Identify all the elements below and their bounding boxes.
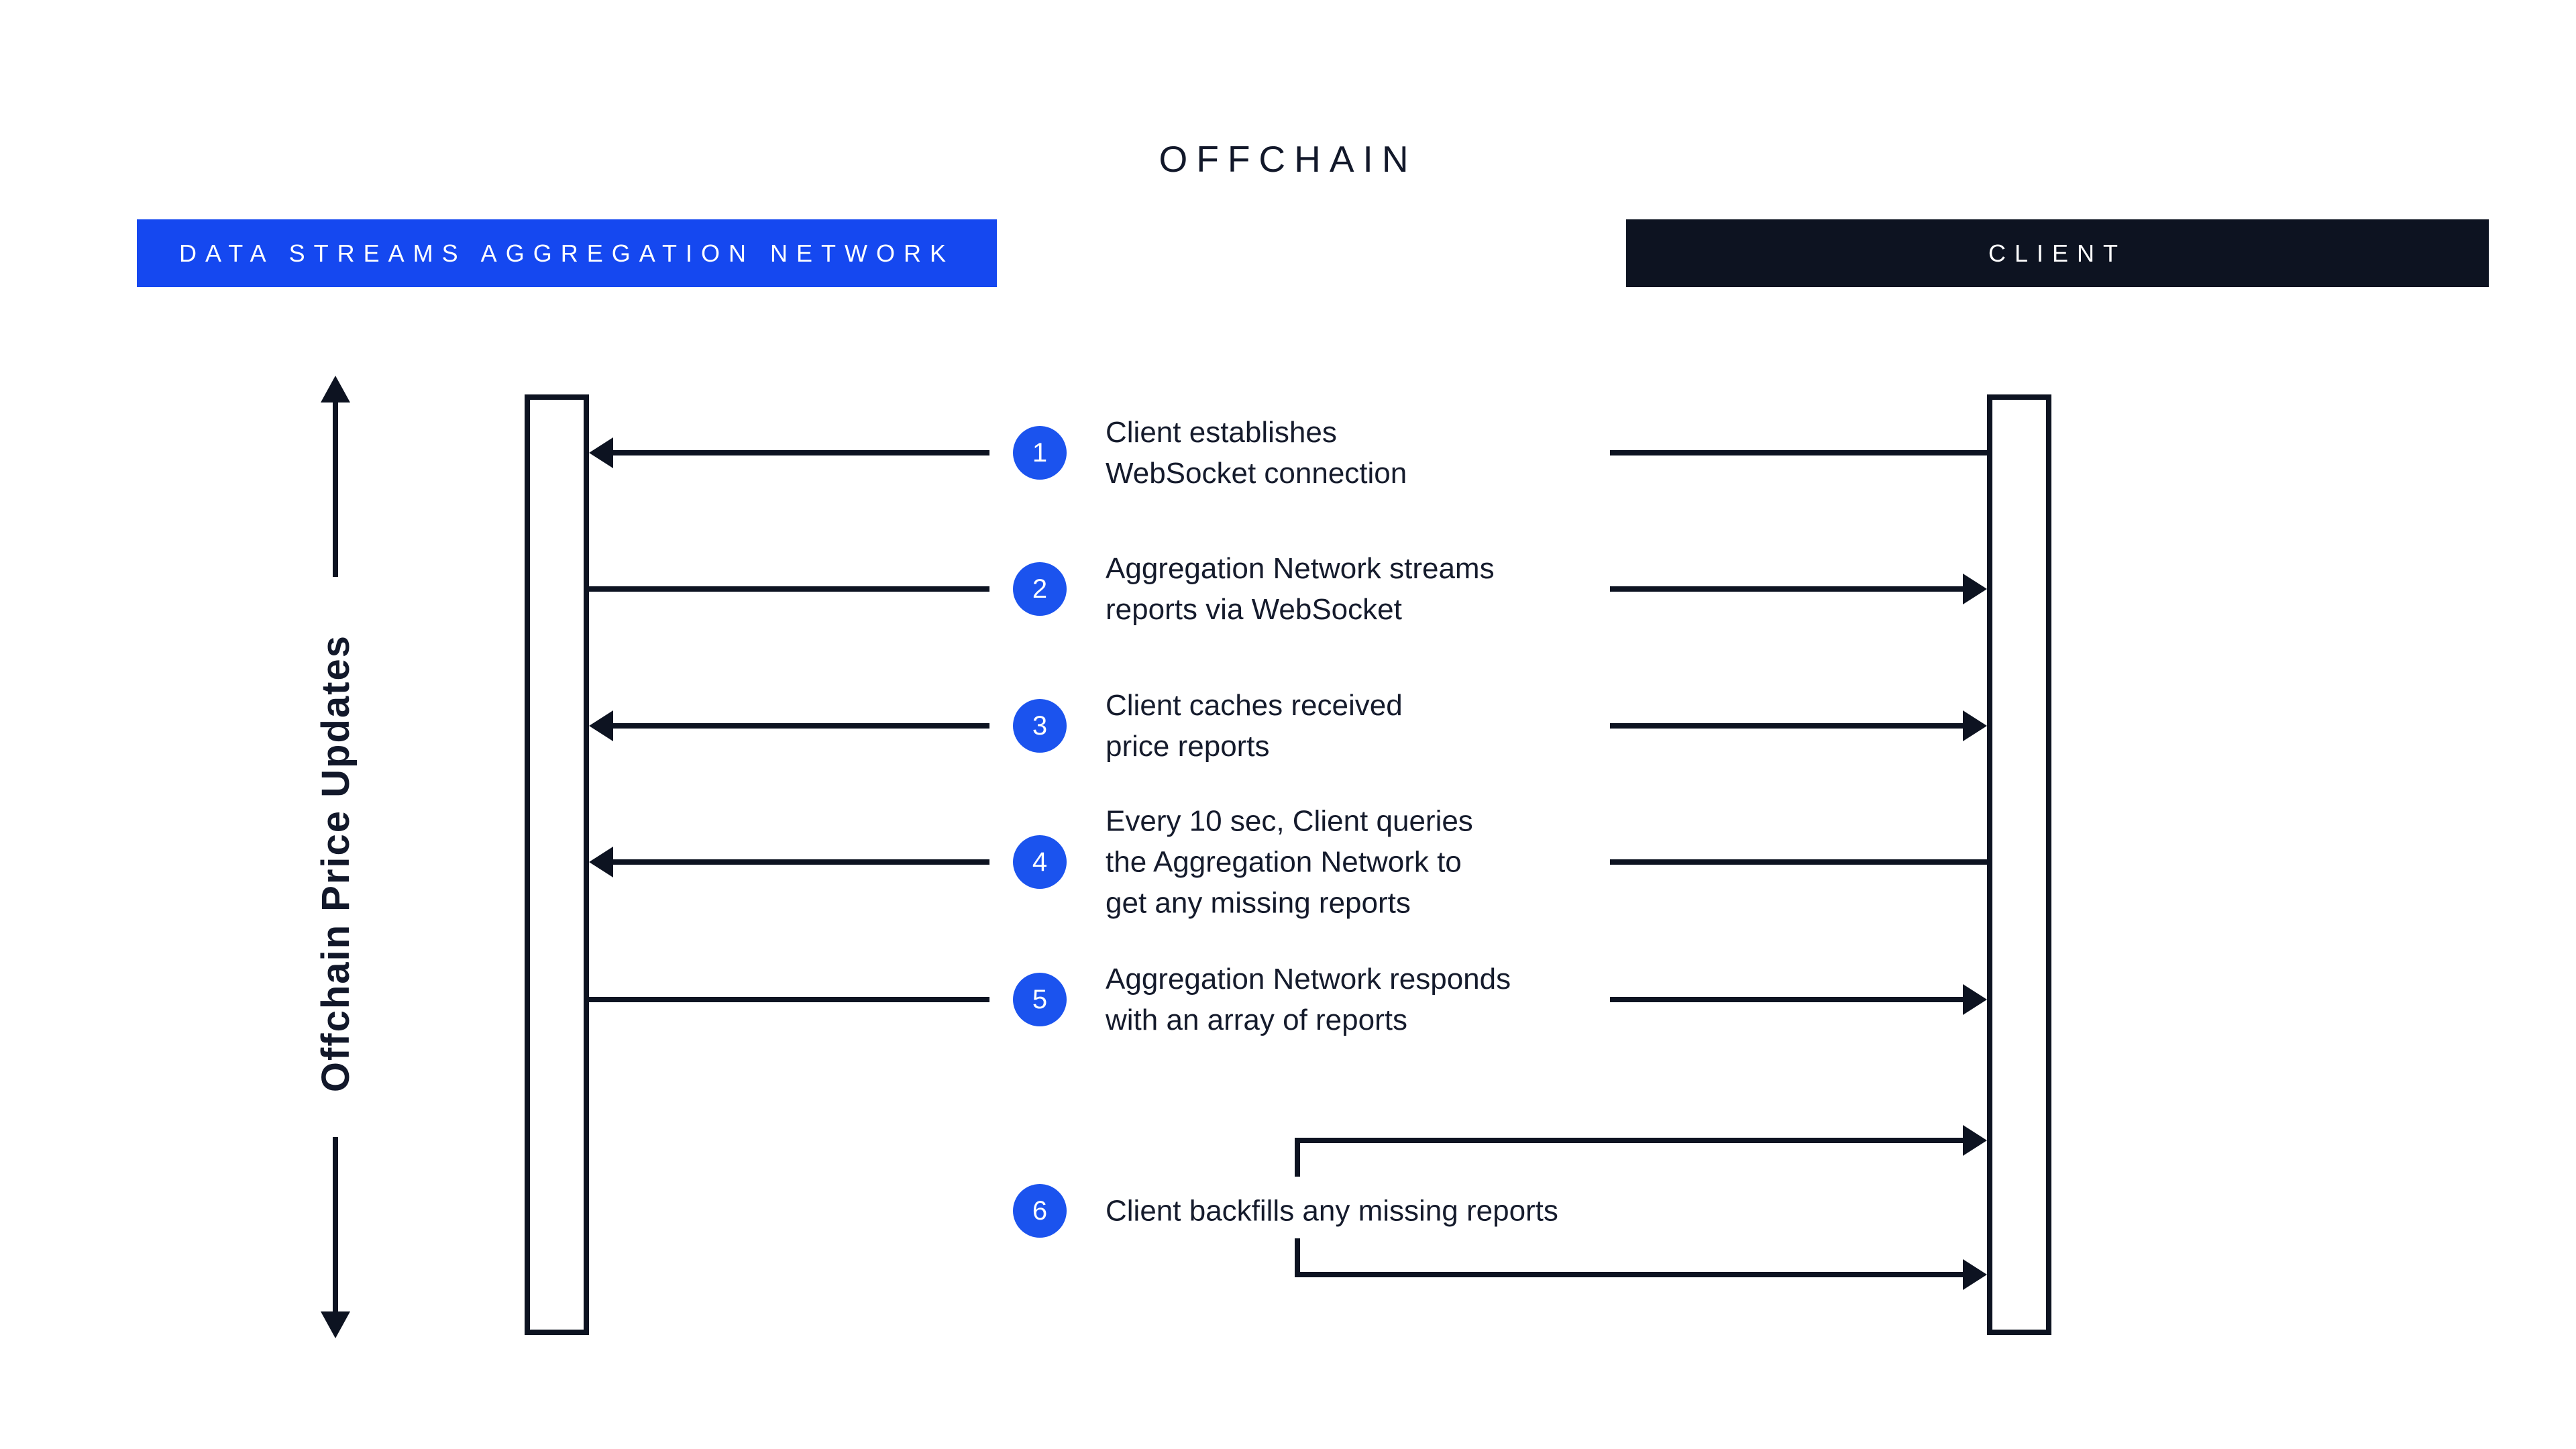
arrowhead-step6-top-into-client-icon bbox=[1963, 1125, 1987, 1156]
arrow-shaft-step1-right bbox=[1610, 450, 1987, 455]
arrow-shaft-step2-right bbox=[1610, 586, 1966, 592]
arrow-shaft-step3-right bbox=[1610, 723, 1966, 729]
step-text-6: Client backfills any missing reports bbox=[1106, 1194, 1558, 1228]
arrow-shaft-step2-left bbox=[589, 586, 989, 592]
arrowhead-step2-into-client-icon bbox=[1963, 574, 1987, 604]
arrow-shaft-step3-left bbox=[610, 723, 989, 729]
axis-arrow-up-icon bbox=[321, 376, 350, 402]
arrowhead-step3-into-network-icon bbox=[589, 710, 613, 741]
step-badge-1: 1 bbox=[1013, 426, 1067, 480]
arrow-shaft-step4-left bbox=[610, 859, 989, 865]
actor-header-aggregation-network: DATA STREAMS AGGREGATION NETWORK bbox=[137, 219, 997, 287]
arrowhead-step4-into-network-icon bbox=[589, 847, 613, 877]
page-title: OFFCHAIN bbox=[1159, 138, 1417, 180]
step-text-3: Client caches received price reports bbox=[1106, 689, 1403, 763]
arrow-shaft-step5-left bbox=[589, 997, 989, 1002]
loop-bottom-stub-step6 bbox=[1295, 1238, 1300, 1277]
axis-label: Offchain Price Updates bbox=[313, 635, 358, 1093]
lifeline-aggregation-network bbox=[525, 394, 589, 1335]
step-badge-4: 4 bbox=[1013, 835, 1067, 889]
loop-bottom-shaft-step6 bbox=[1295, 1272, 1966, 1277]
step-text-2: Aggregation Network streams reports via … bbox=[1106, 552, 1495, 626]
actor-header-label: DATA STREAMS AGGREGATION NETWORK bbox=[178, 239, 955, 267]
loop-top-shaft-step6 bbox=[1295, 1138, 1966, 1143]
arrow-shaft-step1-left bbox=[610, 450, 989, 455]
step-badge-5: 5 bbox=[1013, 973, 1067, 1026]
arrowhead-step3-into-client-icon bbox=[1963, 710, 1987, 741]
arrowhead-step6-bottom-into-client-icon bbox=[1963, 1259, 1987, 1290]
arrowhead-step5-into-client-icon bbox=[1963, 984, 1987, 1015]
arrowhead-step1-into-network-icon bbox=[589, 437, 613, 468]
axis-arrow-down-shaft bbox=[333, 1137, 338, 1313]
step-text-4: Every 10 sec, Client queries the Aggrega… bbox=[1106, 804, 1473, 920]
actor-header-label: CLIENT bbox=[1988, 239, 2127, 267]
arrow-shaft-step5-right bbox=[1610, 997, 1966, 1002]
step-badge-3: 3 bbox=[1013, 699, 1067, 753]
axis-arrow-down-icon bbox=[321, 1311, 350, 1338]
step-badge-6: 6 bbox=[1013, 1184, 1067, 1238]
actor-header-client: CLIENT bbox=[1626, 219, 2489, 287]
arrow-shaft-step4-right bbox=[1610, 859, 1987, 865]
loop-top-stub-step6 bbox=[1295, 1138, 1300, 1177]
step-text-1: Client establishes WebSocket connection bbox=[1106, 416, 1407, 490]
axis-arrow-up-shaft bbox=[333, 400, 338, 577]
step-text-5: Aggregation Network responds with an arr… bbox=[1106, 963, 1511, 1036]
step-badge-2: 2 bbox=[1013, 562, 1067, 616]
lifeline-client bbox=[1987, 394, 2051, 1335]
